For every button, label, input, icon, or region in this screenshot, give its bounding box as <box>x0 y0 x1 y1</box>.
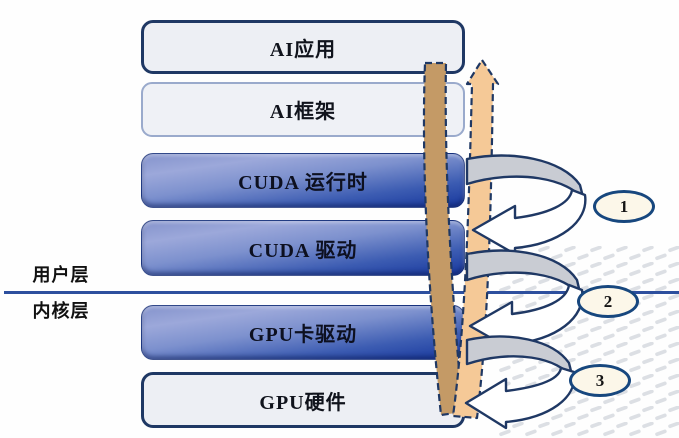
layer-box-ai-application: AI应用 <box>141 20 465 74</box>
layer-box-gpu-card-driver: GPU卡驱动 <box>141 305 465 360</box>
layer-label-ai-application: AI应用 <box>269 38 337 61</box>
loop-ribbon-1 <box>465 154 586 203</box>
layer-box-cuda-driver: CUDA 驱动 <box>141 220 465 276</box>
step-badge-3-number: 3 <box>595 370 605 390</box>
user-layer-label: 用户层 <box>32 265 90 285</box>
kernel-layer-label: 内核层 <box>32 301 90 321</box>
step-badge-2-number: 2 <box>603 291 613 311</box>
layer-label-cuda-runtime: CUDA 运行时 <box>238 172 368 194</box>
layer-box-ai-framework: AI框架 <box>141 82 465 137</box>
halftone-texture <box>498 246 679 438</box>
step-badge-3: 3 <box>569 364 631 397</box>
layer-label-gpu-card-driver: GPU卡驱动 <box>248 324 358 346</box>
layer-label-cuda-driver: CUDA 驱动 <box>248 239 358 262</box>
loop-arrowhead-1 <box>471 188 587 256</box>
step-badge-1-number: 1 <box>619 196 629 216</box>
layer-label-ai-framework: AI框架 <box>269 101 337 123</box>
layer-label-gpu-hardware: GPU硬件 <box>259 391 347 414</box>
layer-box-cuda-runtime: CUDA 运行时 <box>141 153 465 208</box>
user-kernel-divider-line <box>4 291 679 294</box>
layer-box-gpu-hardware: GPU硬件 <box>141 372 465 428</box>
step-badge-1: 1 <box>593 190 655 223</box>
step-badge-2: 2 <box>577 285 639 318</box>
